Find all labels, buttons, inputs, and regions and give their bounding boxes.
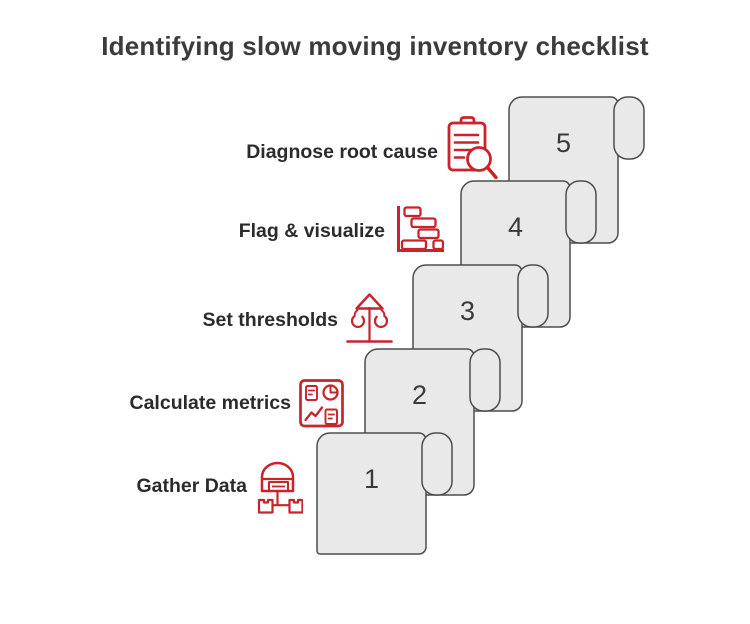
step-label: Diagnose root cause [246, 141, 438, 163]
step-card-1 [316, 432, 453, 555]
step-label: Flag & visualize [238, 220, 385, 242]
step-number: 3 [459, 296, 476, 326]
step-number: 1 [363, 464, 380, 494]
card-curl [517, 264, 549, 328]
step-number: 5 [555, 128, 572, 158]
step-label: Calculate metrics [129, 392, 292, 414]
card-curl [613, 96, 645, 160]
step-label: Gather Data [136, 475, 247, 497]
metrics-dashboard-icon [299, 379, 344, 428]
page-title: Identifying slow moving inventory checkl… [101, 31, 649, 61]
card-curl [421, 432, 453, 496]
step-number: 4 [507, 212, 524, 242]
clipboard-search-icon [447, 116, 498, 180]
threshold-scale-icon [346, 293, 393, 343]
gantt-chart-icon [397, 206, 444, 252]
step-label: Set thresholds [202, 309, 338, 331]
data-warehouse-icon [257, 461, 303, 514]
card-curl [565, 180, 597, 244]
card-curl [469, 348, 501, 412]
step-number: 2 [411, 380, 428, 410]
